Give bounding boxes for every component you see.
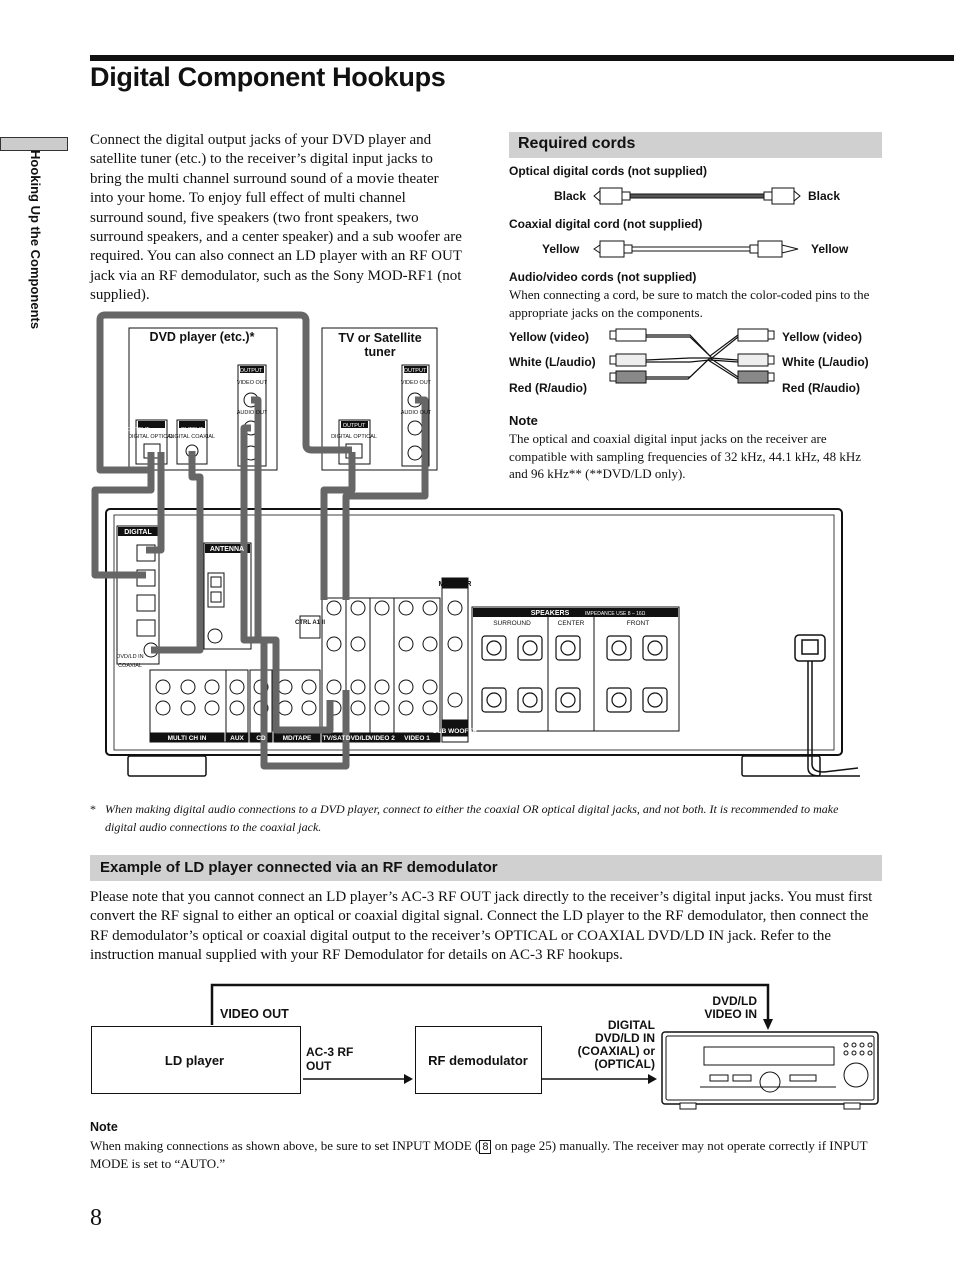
speakers-label: SPEAKERS (531, 610, 570, 617)
md-tape-label: MD/TAPE (283, 735, 312, 742)
dvd-output-optical-tag: OUTPUT (127, 427, 150, 433)
optical-left-color: Black (554, 189, 587, 203)
monitor-label: MONITOR (439, 581, 472, 588)
sub-woofer-label: SUB WOOFER (433, 728, 478, 735)
tuner-label: TV or Satellite tuner (338, 331, 422, 359)
input-mode-key-ref: 8 (479, 1140, 492, 1154)
coaxial-right-color: Yellow (811, 242, 849, 256)
connection-diagram: OUTPUT OUTPUT OUTPUT OUTPUT OUTPUT DIGIT… (91, 311, 860, 777)
dvdld-in-label: DVD/LD IN (116, 654, 143, 660)
impedance-label: IMPEDANCE USE 8 – 16Ω (585, 611, 646, 617)
rf-demodulator-label: RF demodulator (428, 1053, 528, 1068)
av-cord-icon (609, 328, 775, 384)
front-label: FRONT (627, 620, 649, 627)
dvd-digital-optical-label: DIGITAL OPTICAL (128, 434, 174, 440)
optical-right-color: Black (808, 189, 841, 203)
dvd-audio-out-label: AUDIO OUT (237, 410, 268, 416)
rf-hookup-diagram (210, 983, 879, 1110)
cords-note-text: The optical and coaxial digital input ja… (509, 431, 861, 481)
av-cord-description: When connecting a cord, be sure to match… (509, 287, 870, 320)
av-cord-title: Audio/video cords (not supplied) (509, 270, 697, 284)
dvd-player-label: DVD player (etc.)* (149, 330, 255, 344)
side-tab-marker (0, 137, 68, 151)
video-out-label: VIDEO OUT (220, 1007, 289, 1021)
video2-label: VIDEO 2 (369, 735, 395, 742)
optical-cord-icon (593, 187, 801, 205)
required-cords-heading: Required cords (509, 132, 882, 158)
dvd-digital-coaxial-label: DIGITAL COAXIAL (169, 434, 215, 440)
rf-note-title: Note (90, 1120, 118, 1134)
rf-section-paragraph: Please note that you cannot connect an L… (90, 889, 873, 964)
dvdld-video-in-label: DVD/LD VIDEO IN (704, 994, 757, 1021)
cd-label: CD (256, 735, 266, 742)
page-number: 8 (90, 1205, 102, 1231)
cord-illustrations (593, 187, 801, 384)
av-right-video: Yellow (video) (782, 330, 863, 344)
rf-note-text: When making connections as shown above, … (90, 1137, 880, 1172)
antenna-label: ANTENNA (210, 546, 244, 553)
page-title: Digital Component Hookups (90, 62, 446, 92)
tuner-output-optical-tag: OUTPUT (343, 423, 366, 429)
center-label: CENTER (558, 620, 585, 627)
footnote-text: When making digital audio connections to… (105, 802, 839, 834)
aux-label: AUX (230, 735, 244, 742)
av-left-white: White (L/audio) (509, 355, 596, 369)
digital-block-label: DIGITAL (124, 529, 152, 536)
coaxial-cord-icon (593, 240, 799, 258)
av-left-red: Red (R/audio) (509, 381, 587, 395)
ctrl-label: CTRL A1 II (295, 620, 325, 626)
multi-ch-in-label: MULTI CH IN (168, 735, 207, 742)
tv-sat-label: TV/SAT (323, 735, 346, 742)
ld-player-label: LD player (164, 1053, 225, 1068)
coaxial-label: COAXIAL (118, 663, 142, 669)
av-right-red: Red (R/audio) (782, 381, 860, 395)
cords-note-title: Note (509, 413, 538, 428)
coaxial-cord-title: Coaxial digital cord (not supplied) (509, 217, 703, 231)
av-left-video: Yellow (video) (509, 330, 590, 344)
dvd-video-out-label: VIDEO OUT (237, 380, 268, 386)
footnote: * When making digital audio connections … (90, 800, 870, 836)
top-rule (90, 55, 954, 61)
ac3-rf-out-label: AC-3 RF OUT (306, 1045, 354, 1073)
dvd-output-coaxial-tag: OUTPUT (181, 427, 204, 433)
digital-dvdld-in-label: DIGITAL DVD/LD IN (COAXIAL) or (OPTICAL) (577, 1018, 655, 1071)
tuner-output-av-tag: OUTPUT (404, 368, 427, 374)
footnote-marker: * (90, 802, 96, 816)
tuner-audio-out-label: AUDIO OUT (401, 410, 432, 416)
rf-note-before: When making connections as shown above, … (90, 1138, 480, 1153)
rf-section-heading: Example of LD player connected via an RF… (90, 855, 882, 881)
receiver-rear-panel (105, 508, 860, 777)
rf-note-after: on page 25) manually. The receiver may n… (90, 1138, 868, 1171)
cables (91, 311, 429, 770)
intro-paragraph: Connect the digital output jacks of your… (90, 132, 462, 304)
dvd-ld-label: DVD/LD (346, 735, 371, 742)
av-right-white: White (L/audio) (782, 355, 869, 369)
video1-label: VIDEO 1 (404, 735, 430, 742)
ld-player-box: LD player (91, 1026, 301, 1094)
tuner-video-out-label: VIDEO OUT (401, 380, 432, 386)
tuner-digital-optical-label: DIGITAL OPTICAL (331, 434, 377, 440)
rf-demodulator-box: RF demodulator (415, 1026, 542, 1094)
surround-label: SURROUND (493, 620, 531, 627)
coaxial-left-color: Yellow (542, 242, 580, 256)
dvd-output-av-tag: OUTPUT (240, 368, 263, 374)
optical-cord-title: Optical digital cords (not supplied) (509, 164, 708, 178)
